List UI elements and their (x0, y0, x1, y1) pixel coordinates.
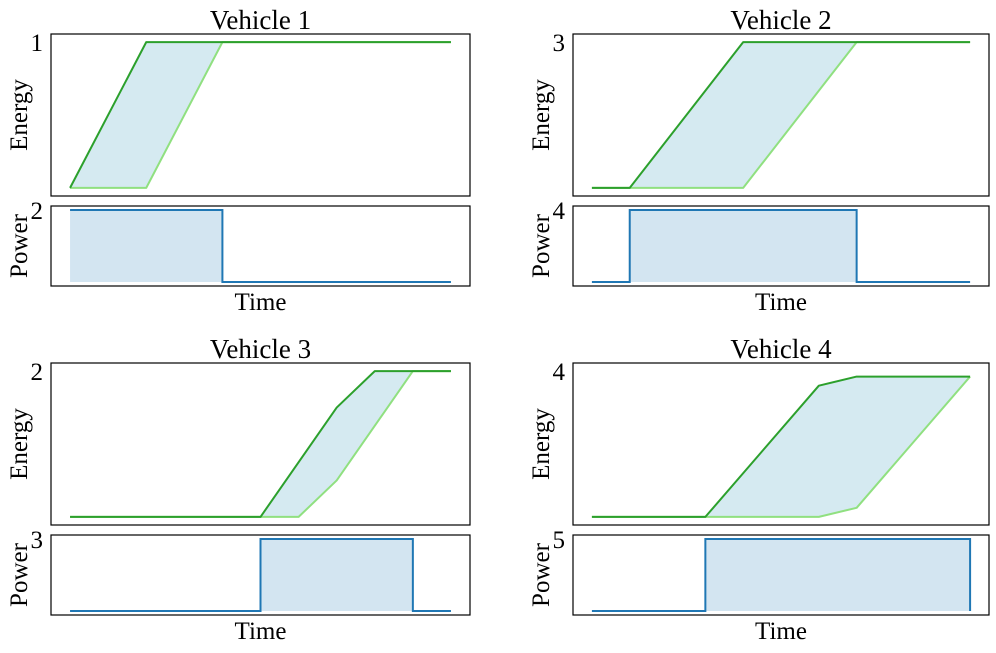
vehicle-2-energy-ylabel: Energy (528, 79, 555, 151)
vehicle-4-power-line (591, 538, 972, 612)
vehicle-3-energy-upper-line (70, 370, 451, 518)
vehicle-2-power-ytick: 4 (553, 198, 566, 225)
vehicle-3-energy-ylabel: Energy (6, 408, 33, 480)
vehicle-1-energy-ytick: 1 (31, 30, 44, 57)
vehicle-4-power-fill (705, 539, 971, 611)
vehicle-1-title: Vehicle 1 (210, 5, 311, 35)
vehicle-4-energy-upper-line (591, 375, 971, 518)
vehicle-4-xlabel: Time (755, 618, 807, 645)
vehicle-4-power-frame (572, 534, 990, 616)
vehicle-4-power-ylabel: Power (528, 542, 555, 607)
vehicle-2-title: Vehicle 2 (730, 5, 831, 35)
vehicle-1-energy-ylabel: Energy (6, 79, 33, 151)
vehicle-1-xlabel: Time (235, 289, 287, 316)
vehicle-1-energy-frame (50, 33, 471, 197)
vehicle-3-power-ytick: 3 (31, 527, 44, 554)
vehicle-4-energy-band (591, 376, 971, 517)
vehicle-2-power-fill (629, 210, 857, 282)
vehicle-3-energy-ytick: 2 (31, 359, 44, 386)
vehicle-4-energy-ytick: 4 (553, 359, 566, 386)
vehicle-1-energy-band (70, 42, 451, 188)
vehicle-2-xlabel: Time (755, 289, 807, 316)
vehicle-3-title: Vehicle 3 (210, 334, 311, 364)
vehicle-1-power-ylabel: Power (6, 213, 33, 278)
vehicle-3-power-line (70, 538, 451, 612)
vehicle-2-energy-ytick: 3 (553, 30, 566, 57)
vehicle-2-energy-frame (572, 33, 990, 197)
vehicle-3-power-frame (50, 534, 471, 616)
vehicle-1-power-ytick: 2 (31, 198, 44, 225)
vehicle-1-power-frame (50, 205, 471, 287)
vehicle-2-power-line (591, 209, 971, 283)
vehicle-2-power-frame (572, 205, 990, 287)
vehicle-4-energy-frame (572, 362, 990, 526)
vehicle-1-power-fill (70, 210, 223, 282)
vehicle-3-energy-frame (50, 362, 471, 526)
vehicle-4-energy-ylabel: Energy (528, 408, 555, 480)
vehicle-3-power-ylabel: Power (6, 542, 33, 607)
vehicle-2-energy-upper-line (591, 41, 971, 189)
vehicle-4-title: Vehicle 4 (730, 334, 832, 364)
vehicle-1-energy-upper-line (69, 41, 451, 189)
vehicle-2-energy-band (591, 42, 971, 188)
vehicle-3-power-fill (260, 539, 413, 611)
vehicle-3-xlabel: Time (235, 618, 287, 645)
vehicle-3-energy-band (70, 371, 451, 517)
vehicle-2-power-ylabel: Power (528, 213, 555, 278)
vehicle-4-power-ytick: 5 (553, 527, 566, 554)
vehicle-1-power-line (70, 209, 451, 283)
